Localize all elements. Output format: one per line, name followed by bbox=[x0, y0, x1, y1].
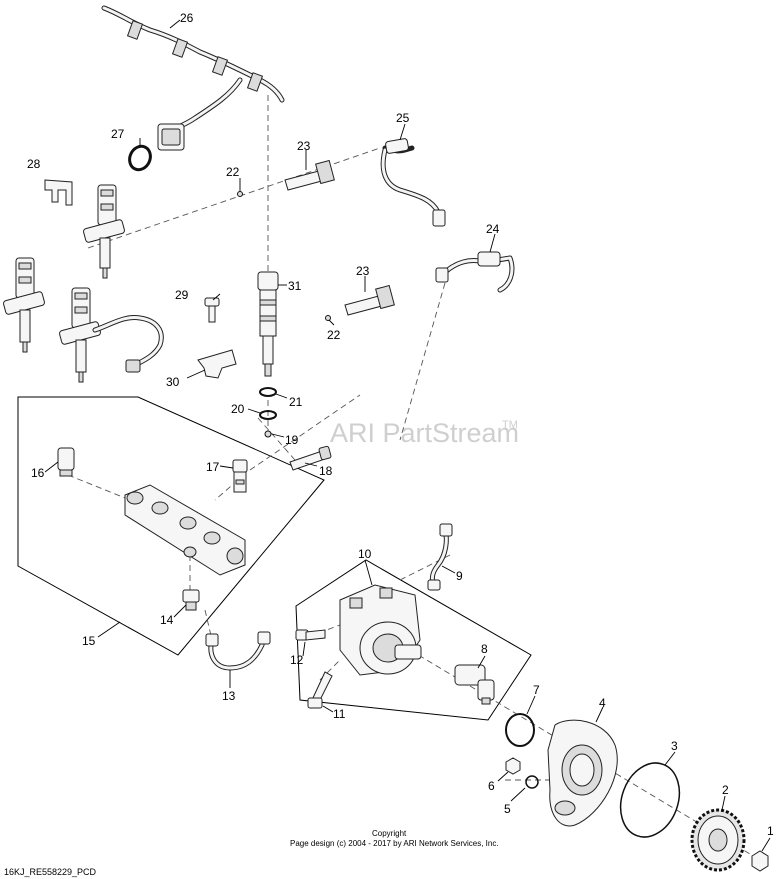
callout-15: 15 bbox=[82, 634, 96, 648]
pump-stud bbox=[307, 671, 333, 709]
fuel-line-lower bbox=[435, 251, 515, 293]
footer: Copyright Page design (c) 2004 - 2017 by… bbox=[4, 829, 499, 877]
drawing-code: 16KJ_RE558229_PCD bbox=[4, 867, 97, 877]
callouts: 1 2 3 4 5 6 7 8 9 10 11 12 13 14 15 16 1… bbox=[27, 11, 774, 838]
pump-bolt-short bbox=[295, 629, 326, 641]
pump-group-box bbox=[295, 559, 532, 721]
callout-3: 3 bbox=[671, 739, 678, 753]
callout-30: 30 bbox=[166, 375, 180, 389]
fuel-line-upper bbox=[380, 138, 446, 227]
callout-31: 31 bbox=[288, 279, 302, 293]
callout-1: 1 bbox=[767, 824, 774, 838]
callout-21: 21 bbox=[289, 395, 303, 409]
callout-22-upper: 22 bbox=[226, 165, 240, 179]
callout-10: 10 bbox=[358, 547, 372, 561]
bracket-clip bbox=[44, 179, 73, 206]
callout-28: 28 bbox=[27, 157, 41, 171]
rail-plug bbox=[57, 447, 75, 477]
callout-23-lower: 23 bbox=[356, 264, 370, 278]
fuel-injector-left bbox=[3, 257, 45, 353]
callout-12: 12 bbox=[290, 653, 304, 667]
injector-clamp bbox=[197, 349, 237, 379]
callout-27: 27 bbox=[111, 127, 125, 141]
fuel-injector-center-left bbox=[59, 287, 101, 383]
assembly-lines bbox=[67, 95, 761, 861]
fuel-control-solenoid bbox=[454, 664, 495, 705]
pump-o-ring bbox=[505, 713, 535, 747]
watermark: ARI PartStream TM bbox=[330, 418, 519, 448]
fuel-injector-upper-left bbox=[83, 184, 125, 279]
copyright-line: Page design (c) 2004 - 2017 by ARI Netwo… bbox=[290, 839, 499, 848]
callout-19: 19 bbox=[285, 433, 299, 447]
callout-11: 11 bbox=[333, 707, 346, 721]
watermark-text: ARI PartStream bbox=[330, 418, 519, 448]
high-pressure-connector-upper bbox=[284, 159, 335, 191]
rail-pressure-sensor bbox=[182, 589, 200, 611]
leader-lines bbox=[44, 19, 771, 852]
small-seal bbox=[264, 430, 272, 438]
callout-26: 26 bbox=[180, 11, 194, 25]
fuel-injector-center bbox=[257, 271, 279, 377]
callout-20: 20 bbox=[231, 402, 245, 416]
fuel-line-pump bbox=[427, 523, 453, 591]
callout-4: 4 bbox=[599, 696, 606, 710]
callout-18: 18 bbox=[319, 464, 333, 478]
callout-23-upper: 23 bbox=[297, 139, 311, 153]
copyright-title: Copyright bbox=[372, 829, 407, 838]
bolt bbox=[204, 297, 220, 323]
fuel-rail bbox=[124, 484, 246, 576]
pump-drive-housing bbox=[547, 719, 618, 827]
fuel-line-rail bbox=[205, 631, 271, 671]
high-pressure-connector-lower bbox=[344, 284, 395, 316]
callout-2: 2 bbox=[722, 783, 729, 797]
seal-washer bbox=[525, 775, 539, 789]
o-ring bbox=[128, 144, 152, 172]
wiring-harness bbox=[101, 5, 285, 151]
pressure-limiting-valve bbox=[232, 459, 248, 493]
callout-5: 5 bbox=[504, 802, 511, 816]
callout-16: 16 bbox=[31, 466, 45, 480]
injector-harness bbox=[92, 314, 164, 373]
small-seal-lower bbox=[325, 315, 331, 321]
callout-25: 25 bbox=[396, 111, 410, 125]
seal-ring bbox=[259, 410, 277, 420]
watermark-trademark: TM bbox=[502, 419, 518, 431]
gear-nut bbox=[751, 850, 769, 872]
callout-13: 13 bbox=[222, 689, 236, 703]
callout-7: 7 bbox=[533, 683, 540, 697]
callout-29: 29 bbox=[175, 288, 189, 302]
callout-17: 17 bbox=[206, 460, 220, 474]
callout-24: 24 bbox=[486, 222, 500, 236]
pump-drive-gear bbox=[690, 808, 746, 872]
small-seal-upper bbox=[237, 191, 243, 197]
nut bbox=[505, 757, 521, 775]
washer bbox=[259, 387, 277, 397]
callout-9: 9 bbox=[456, 569, 463, 583]
rail-group-box bbox=[17, 396, 325, 656]
callout-8: 8 bbox=[481, 642, 488, 656]
housing-o-ring bbox=[619, 762, 681, 838]
connector-tube bbox=[289, 445, 332, 471]
high-pressure-fuel-pump bbox=[339, 584, 422, 676]
callout-22-lower: 22 bbox=[327, 328, 341, 342]
callout-6: 6 bbox=[488, 779, 495, 793]
callout-14: 14 bbox=[160, 613, 174, 627]
